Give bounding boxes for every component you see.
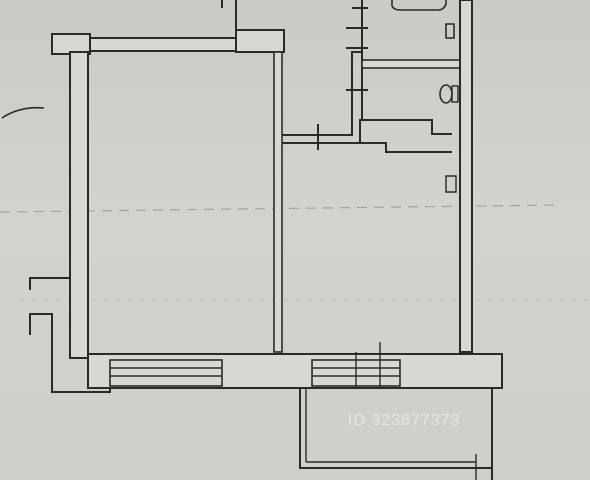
watermark-text: ID 323877373 bbox=[348, 412, 461, 429]
wall-left-stub-upper bbox=[29, 277, 70, 290]
wall-top-upper-line-3 bbox=[98, 8, 222, 36]
wall-left bbox=[69, 51, 89, 359]
wall-room2-top bbox=[282, 142, 452, 153]
curve-mark bbox=[1, 106, 45, 119]
column-top-center bbox=[235, 29, 285, 53]
wall-right bbox=[459, 0, 473, 353]
bathtub-icon bbox=[391, 0, 447, 11]
window-right bbox=[311, 342, 401, 388]
wall-left-stub-lower bbox=[29, 313, 70, 393]
wall-corridor-top bbox=[282, 0, 363, 136]
window-left bbox=[109, 359, 223, 387]
balcony-outline bbox=[299, 388, 492, 469]
fixture-icon bbox=[445, 175, 457, 193]
toilet-tank-icon bbox=[451, 85, 459, 103]
wall-corridor-bottom bbox=[282, 119, 452, 144]
wall-partition-middle bbox=[273, 51, 283, 353]
sink-icon bbox=[445, 23, 455, 39]
toilet-icon bbox=[439, 84, 453, 104]
wall-bottom-right-outer bbox=[312, 354, 503, 389]
wall-bath-divider bbox=[361, 59, 461, 69]
wall-bottom-outer bbox=[52, 388, 111, 393]
